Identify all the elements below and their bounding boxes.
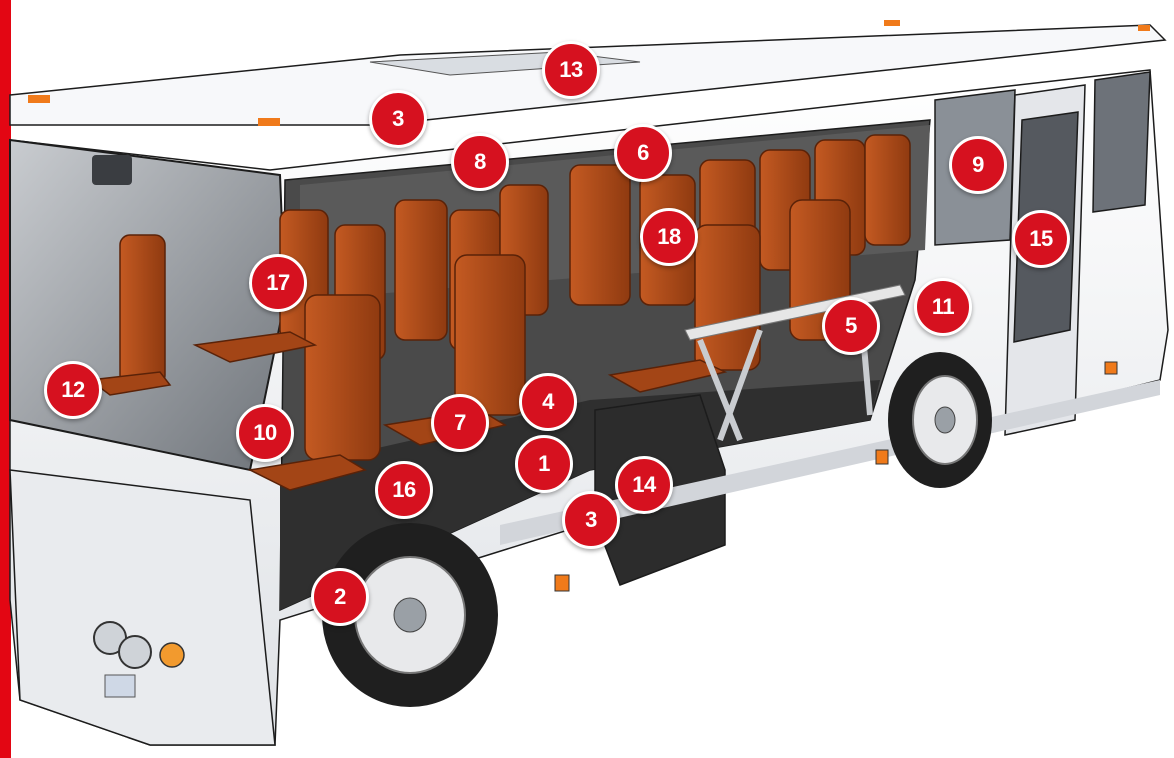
marker-13[interactable]: 13 <box>542 41 600 99</box>
marker-3-step[interactable]: 3 <box>562 491 620 549</box>
marker-4[interactable]: 4 <box>519 373 577 431</box>
marker-lamp-2 <box>876 450 888 464</box>
marker-3-roof[interactable]: 3 <box>369 90 427 148</box>
indicator-light <box>160 643 184 667</box>
rearview-mirror <box>92 155 132 185</box>
marker-7[interactable]: 7 <box>431 394 489 452</box>
marker-8[interactable]: 8 <box>451 133 509 191</box>
marker-18[interactable]: 18 <box>640 208 698 266</box>
marker-5[interactable]: 5 <box>822 297 880 355</box>
roof-light-1 <box>28 95 50 103</box>
marker-1[interactable]: 1 <box>515 435 573 493</box>
marker-6[interactable]: 6 <box>614 124 672 182</box>
plate-area <box>105 675 135 697</box>
rear-wheel <box>888 352 992 488</box>
roof-light-3 <box>884 20 900 26</box>
headlight-2 <box>119 636 151 668</box>
marker-16[interactable]: 16 <box>375 461 433 519</box>
marker-9[interactable]: 9 <box>949 136 1007 194</box>
marker-2[interactable]: 2 <box>311 568 369 626</box>
marker-lamp-1 <box>555 575 569 591</box>
marker-11[interactable]: 11 <box>914 278 972 336</box>
marker-12[interactable]: 12 <box>44 361 102 419</box>
front-bumper <box>10 470 275 745</box>
roof-light-4 <box>1138 25 1150 31</box>
marker-17[interactable]: 17 <box>249 254 307 312</box>
roof-light-2 <box>258 118 280 126</box>
side-window-end <box>1093 72 1150 212</box>
marker-10[interactable]: 10 <box>236 404 294 462</box>
marker-14[interactable]: 14 <box>615 456 673 514</box>
marker-lamp-3 <box>1105 362 1117 374</box>
marker-15[interactable]: 15 <box>1012 210 1070 268</box>
